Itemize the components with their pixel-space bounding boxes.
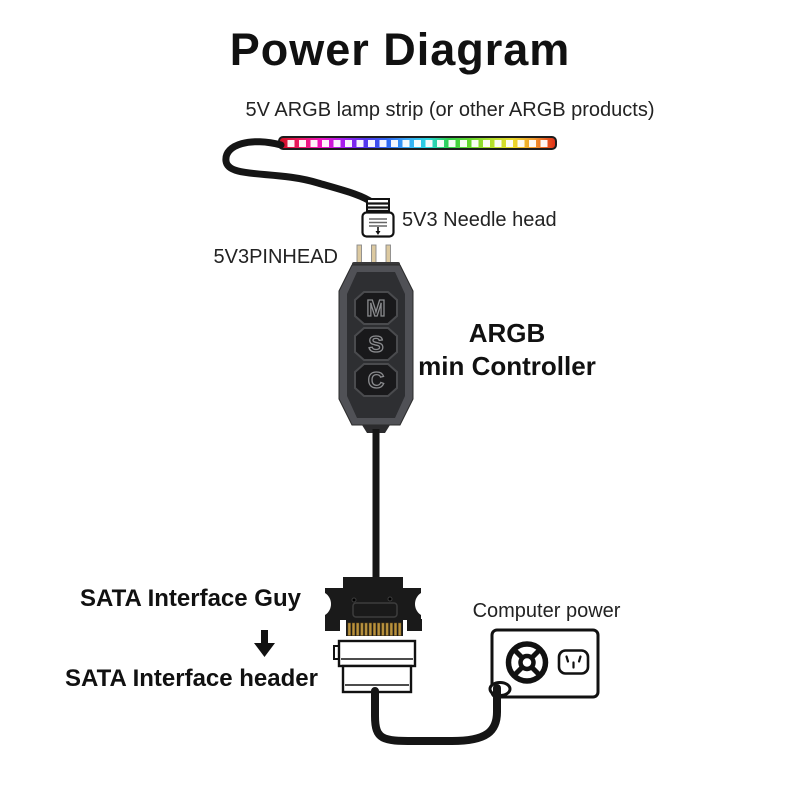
computer-power-label: Computer power <box>472 600 621 622</box>
button-m <box>354 291 398 325</box>
controller-body: M S C <box>338 264 414 433</box>
controller-label-line2: min Controller <box>418 351 596 381</box>
psu-fan-icon <box>505 641 549 684</box>
sata-male-connector <box>325 577 422 636</box>
controller-label-line1: ARGB <box>468 318 546 348</box>
controller-label: ARGB min Controller <box>418 317 596 383</box>
sata-female-connector <box>333 639 417 694</box>
sata-guy-label: SATA Interface Guy <box>80 585 301 612</box>
sata-gold-pins <box>347 622 402 636</box>
sata-header-label: SATA Interface header <box>65 665 318 692</box>
needle-head-connector <box>361 198 395 238</box>
button-s <box>354 327 398 361</box>
argb-strip <box>278 136 557 150</box>
argb-strip-leds <box>283 139 552 147</box>
psu-cable <box>371 684 501 745</box>
psu-socket-icon <box>557 649 590 675</box>
pinhead-label: 5V3PINHEAD <box>213 246 339 268</box>
lamp-strip-label: 5V ARGB lamp strip (or other ARGB produc… <box>245 99 655 121</box>
button-m-label: M <box>366 295 385 321</box>
down-arrow-icon <box>254 630 275 657</box>
button-c <box>354 363 398 397</box>
strip-cable <box>222 138 377 207</box>
diagram-title: Power Diagram <box>229 24 571 75</box>
button-c-label: C <box>368 367 385 393</box>
button-s-label: S <box>368 331 383 357</box>
needle-head-label: 5V3 Needle head <box>402 209 557 231</box>
